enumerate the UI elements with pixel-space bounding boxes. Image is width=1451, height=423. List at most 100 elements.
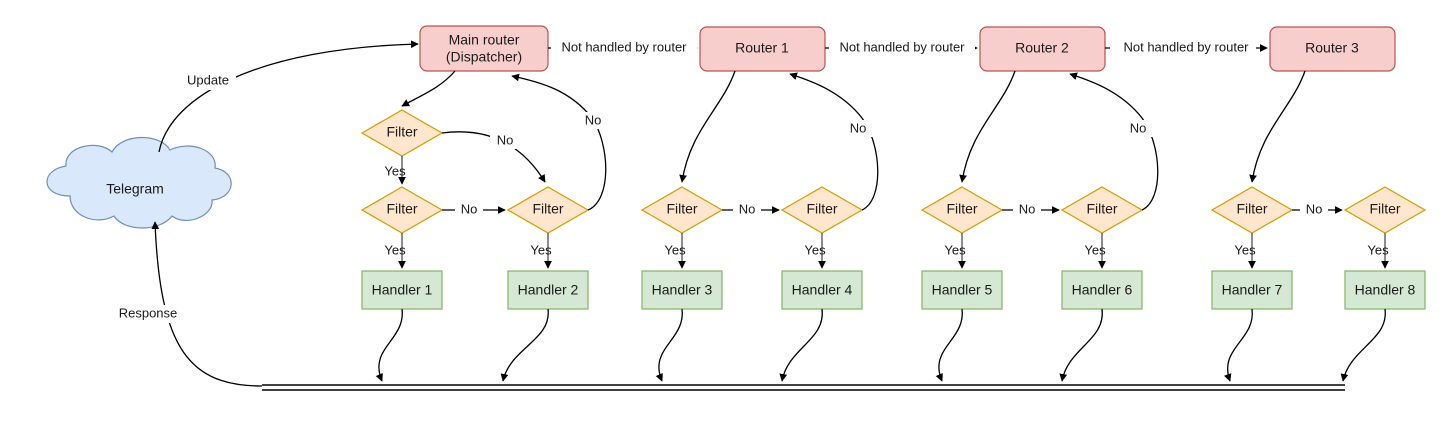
edge-label-bg-no-6 bbox=[1123, 120, 1153, 137]
filter-2-label: Filter bbox=[532, 201, 563, 217]
edge-filter2-no-back: No bbox=[511, 73, 608, 211]
cloud-shape bbox=[46, 136, 232, 229]
filter-8-label: Filter bbox=[1369, 201, 1400, 217]
edge-label-yes-8: Yes bbox=[1367, 242, 1389, 257]
edge-handler2-to-bus bbox=[500, 308, 549, 382]
handler-8-box bbox=[1344, 270, 1426, 310]
router-2-label: Router 2 bbox=[1015, 40, 1069, 56]
main-router-label-line1: Main router bbox=[449, 32, 520, 48]
edge-label-yes-5: Yes bbox=[944, 242, 966, 257]
filter-6-node[interactable]: Filter bbox=[1060, 186, 1144, 234]
filter-4-label: Filter bbox=[806, 201, 837, 217]
edge-label-not-handled-3: Not handled by router bbox=[1123, 39, 1249, 54]
handler-7-label: Handler 7 bbox=[1222, 282, 1283, 298]
edge-filter-top-no: No bbox=[441, 131, 546, 183]
edge-update: Update bbox=[158, 40, 419, 153]
handler-1-node[interactable]: Handler 1 bbox=[361, 270, 443, 310]
router-3-node[interactable]: Router 3 bbox=[1269, 26, 1396, 72]
filter-3-node[interactable]: Filter bbox=[640, 186, 724, 234]
response-bus bbox=[262, 384, 1345, 391]
filter-7-label: Filter bbox=[1236, 201, 1267, 217]
edge-label-bg-no-7 bbox=[1300, 202, 1328, 218]
edge-label-bg-no-1 bbox=[455, 202, 483, 218]
handler-5-box bbox=[921, 270, 1003, 310]
edge-label-yes-4: Yes bbox=[804, 242, 826, 257]
edge-label-no-4: No bbox=[850, 120, 867, 135]
edge-filter7-no: No bbox=[1292, 201, 1343, 218]
edge-label-yes-7: Yes bbox=[1234, 242, 1256, 257]
filter-5-node[interactable]: Filter bbox=[920, 186, 1004, 234]
edge-router2-to-filter5 bbox=[959, 70, 1016, 183]
handler-4-box bbox=[781, 270, 863, 310]
edge-handler3-to-bus bbox=[655, 308, 683, 382]
edge-main-to-router1: Not handled by router bbox=[548, 39, 698, 57]
edge-label-no-0: No bbox=[497, 132, 514, 147]
filter-4-node[interactable]: Filter bbox=[780, 186, 864, 234]
filter-3-label: Filter bbox=[666, 201, 697, 217]
edge-label-bg-1 bbox=[551, 39, 697, 57]
edge-handler8-to-bus bbox=[1340, 308, 1386, 382]
edge-handler7-to-bus bbox=[1223, 308, 1253, 382]
edge-label-bg-3 bbox=[1110, 39, 1256, 57]
edge-response: Response bbox=[108, 221, 263, 387]
edge-label-not-handled-2: Not handled by router bbox=[839, 39, 965, 54]
edge-label-bg-no-3 bbox=[733, 202, 761, 218]
edge-label-bg-2 bbox=[829, 39, 975, 57]
edge-label-yes-1: Yes bbox=[384, 242, 406, 257]
handler-2-node[interactable]: Handler 2 bbox=[507, 270, 589, 310]
edge-handler6-to-bus bbox=[1059, 308, 1103, 382]
filter-top-1-node[interactable]: Filter bbox=[360, 109, 444, 157]
router-2-node[interactable]: Router 2 bbox=[979, 26, 1106, 72]
edge-label-bg-no-4 bbox=[843, 120, 873, 137]
filter-8-node[interactable]: Filter bbox=[1343, 186, 1427, 234]
edge-filter3-no: No bbox=[722, 201, 780, 218]
edge-label-update: Update bbox=[187, 72, 229, 87]
edge-label-no-7: No bbox=[1306, 201, 1323, 216]
router-1-node[interactable]: Router 1 bbox=[699, 26, 826, 72]
edge-label-bg-update bbox=[180, 72, 236, 90]
main-router-node[interactable]: Main router (Dispatcher) bbox=[419, 25, 549, 72]
filter-7-node[interactable]: Filter bbox=[1210, 186, 1294, 234]
filter-5-label: Filter bbox=[946, 201, 977, 217]
edge-mainrouter-to-filter-top bbox=[401, 70, 456, 107]
edge-label-yes-6: Yes bbox=[1084, 242, 1106, 257]
filter-1-node[interactable]: Filter bbox=[360, 186, 444, 234]
edge-label-no-2: No bbox=[585, 112, 602, 127]
edge-label-response: Response bbox=[119, 305, 178, 320]
handler-6-node[interactable]: Handler 6 bbox=[1061, 270, 1143, 310]
edge-handler5-to-bus bbox=[935, 308, 963, 382]
handler-3-box bbox=[641, 270, 723, 310]
handler-4-node[interactable]: Handler 4 bbox=[781, 270, 863, 310]
handler-2-box bbox=[507, 270, 589, 310]
handler-3-node[interactable]: Handler 3 bbox=[641, 270, 723, 310]
handler-8-label: Handler 8 bbox=[1355, 282, 1416, 298]
edge-label-yes-3: Yes bbox=[664, 242, 686, 257]
edge-label-no-3: No bbox=[739, 201, 756, 216]
edge-label-bg-no-2 bbox=[578, 112, 608, 129]
telegram-cloud-node[interactable]: Telegram bbox=[46, 136, 232, 229]
edge-label-bg-no-0 bbox=[490, 133, 520, 149]
handler-1-label: Handler 1 bbox=[372, 282, 433, 298]
router-2-box bbox=[979, 26, 1106, 72]
handler-5-label: Handler 5 bbox=[932, 282, 993, 298]
router-1-label: Router 1 bbox=[735, 40, 789, 56]
telegram-cloud-label: Telegram bbox=[106, 181, 164, 197]
edge-filter1-no: No bbox=[442, 201, 506, 218]
edge-router1-to-filter3 bbox=[679, 70, 736, 183]
router-1-box bbox=[699, 26, 826, 72]
handler-5-node[interactable]: Handler 5 bbox=[921, 270, 1003, 310]
handler-8-node[interactable]: Handler 8 bbox=[1344, 270, 1426, 310]
edge-filter6-no-back: No bbox=[1069, 72, 1159, 211]
handler-3-label: Handler 3 bbox=[652, 282, 713, 298]
edge-router3-to-filter7 bbox=[1249, 70, 1306, 183]
handler-7-node[interactable]: Handler 7 bbox=[1211, 270, 1293, 310]
edge-filter5-no: No bbox=[1002, 201, 1060, 218]
filter-2-node[interactable]: Filter bbox=[506, 186, 590, 234]
edge-handler4-to-bus bbox=[779, 308, 823, 382]
edge-label-no-6: No bbox=[1130, 120, 1147, 135]
filter-6-label: Filter bbox=[1086, 201, 1117, 217]
handler-6-label: Handler 6 bbox=[1072, 282, 1133, 298]
edge-label-yes-2: Yes bbox=[530, 242, 552, 257]
